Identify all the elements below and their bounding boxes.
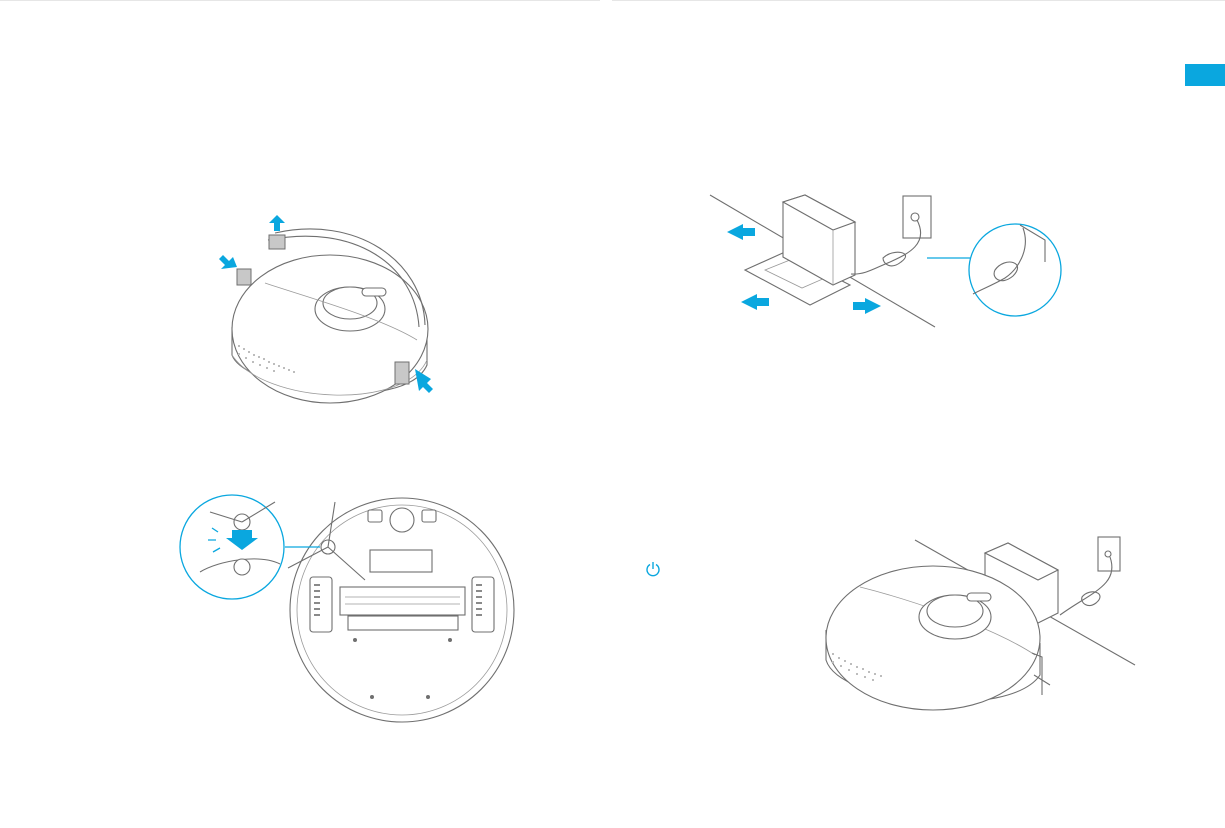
figure-place-dock [705, 190, 1070, 335]
robot-underside-icon [180, 492, 525, 722]
figure-remove-protective-strip [205, 205, 455, 415]
top-rule-left [0, 0, 600, 1]
robot-vacuum-icon [205, 205, 455, 415]
power-icon[interactable] [645, 561, 661, 577]
charging-dock-icon [705, 190, 1070, 335]
figure-robot-docked [820, 535, 1140, 720]
section-tab-marker [1185, 64, 1225, 86]
top-rule-right [612, 0, 1225, 1]
figure-install-side-brush [180, 492, 525, 722]
robot-on-dock-icon [820, 535, 1140, 720]
